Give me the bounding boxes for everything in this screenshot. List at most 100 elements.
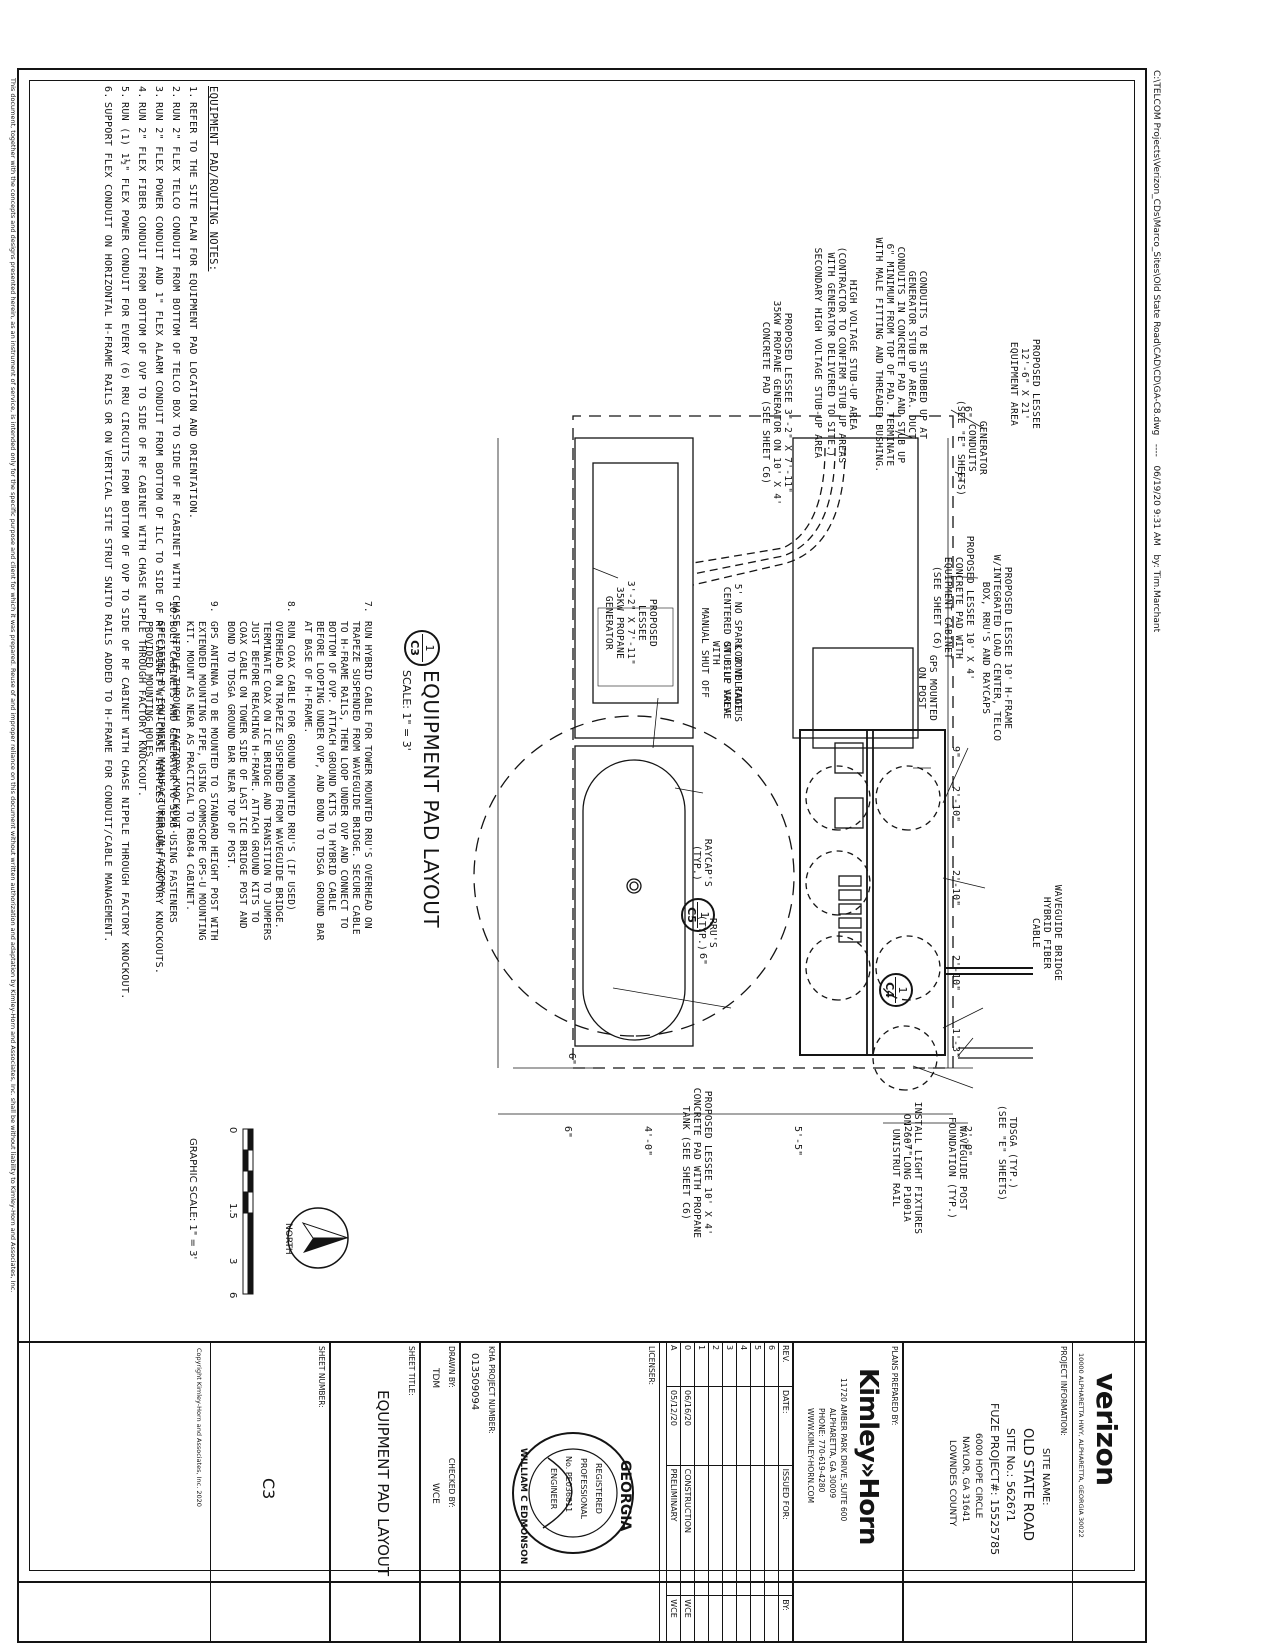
engineer-seal-icon bbox=[512, 1432, 634, 1554]
revision-row: 4 bbox=[736, 1341, 751, 1643]
generator bbox=[592, 462, 679, 704]
rotated-sheet: C:\TELCOM Projects\Verizon_CDs\Marco_Sit… bbox=[3, 8, 1213, 1648]
site-number: SITE No.: 5626?1 bbox=[1004, 1428, 1017, 1522]
sheet-number-label: SHEET NUMBER: bbox=[317, 1346, 326, 1408]
verizon-logo: verizon bbox=[1090, 1373, 1123, 1486]
routing-notes-right: 7.RUN HYBRID CABLE FOR TOWER MOUNTED RRU… bbox=[137, 601, 373, 941]
callout-generator-pad: PROPOSED LESSEE 3'-2" X 7'-11" 35KW PROP… bbox=[760, 300, 793, 506]
callout-waveguide-post: WAVEGUIDE POST FOUNDATION (TYP.) bbox=[946, 1116, 968, 1220]
site-address-1: 6000 HOPE CIRCLE bbox=[973, 1433, 983, 1519]
scale-0: 0 bbox=[227, 1127, 238, 1134]
callout-h-frame: PROPOSED LESSEE 10' H-FRAME W/INTEGRATED… bbox=[980, 554, 1013, 742]
sheet-number: C3 bbox=[259, 1478, 278, 1500]
propane-tank-pad bbox=[574, 745, 694, 1047]
dim-2-10-c: 2'-10" bbox=[950, 955, 961, 992]
dim-left-7: 7" bbox=[952, 470, 963, 483]
seal-name: WILLIAM C EDMONSON bbox=[518, 1448, 528, 1565]
seal-state: GEORGIA bbox=[617, 1460, 633, 1532]
callout-gps: GPS MOUNTED ON POST bbox=[916, 654, 938, 722]
dim-top-6: 6" bbox=[962, 406, 973, 419]
revision-row: 6 bbox=[764, 1341, 779, 1643]
sheet-title: EQUIPMENT PAD LAYOUT bbox=[374, 1389, 392, 1577]
scale-1-5: 1.5 bbox=[227, 1203, 238, 1219]
dim-2-10-a: 2'-10" bbox=[950, 786, 961, 823]
revision-header-row: REV. DATE: ISSUED FOR: BY: bbox=[778, 1341, 793, 1643]
note-8: 8.RUN COAX CABLE FOR GROUND MOUNTED RRU'… bbox=[225, 601, 296, 941]
callout-no-spark: 5' NO SPARK ZONE RADIUS CENTERED ON FILL… bbox=[699, 583, 743, 723]
dim-4-0: 4'-0" bbox=[642, 1126, 653, 1157]
dim-6-bottom: 6" bbox=[562, 1126, 573, 1139]
dim-5-5: 5'-5" bbox=[792, 1126, 803, 1157]
note-10: 10.BOLT CABINETS AND GENERATOR TO SLAB U… bbox=[143, 601, 178, 923]
scale-3: 3 bbox=[227, 1258, 238, 1265]
verizon-address: 10000 ALPHARETTA HWY, ALPHARETTA, GEORGI… bbox=[1077, 1353, 1085, 1538]
fuze-project: FUZE PROJECT#: 15525785 bbox=[988, 1403, 1001, 1556]
no-spark-zone bbox=[473, 715, 795, 1037]
callout-tdsga: TDSGA (TYP.) (SEE "E" SHEETS) bbox=[996, 1104, 1018, 1202]
equipment-area-outline bbox=[572, 415, 954, 1069]
north-arrow-icon bbox=[287, 1207, 349, 1269]
copyright: Copyright Kimley-Horn and Associates, In… bbox=[195, 1348, 203, 1507]
cabinet-pad bbox=[792, 437, 919, 739]
seal-engineer: ENGINEER bbox=[549, 1468, 558, 1510]
callout-equipment-area: PROPOSED LESSEE 12'-6" X 21' EQUIPMENT A… bbox=[1008, 338, 1041, 430]
plan-title: EQUIPMENT PAD LAYOUT bbox=[419, 670, 443, 929]
dim-2-0: 2'-0" bbox=[962, 1126, 973, 1157]
firm-address-1: 11720 AMBER PARK DRIVE, SUITE 600 bbox=[839, 1378, 848, 1522]
note-6: 6.SUPPORT FLEX CONDUIT ON HORIZONTAL H-F… bbox=[102, 86, 113, 943]
kimley-horn-logo: Kimley»Horn bbox=[853, 1368, 883, 1545]
site-address-2: NAYLOR, GA 31641 bbox=[960, 1436, 970, 1523]
drawn-by-label: DRAWN BY: bbox=[447, 1346, 456, 1388]
equipment-cabinet bbox=[812, 647, 914, 749]
callout-waveguide-bridge: WAVEGUIDE BRIDGE HYBRID FIBER CABLE bbox=[1030, 884, 1063, 982]
graphic-scale-title: GRAPHIC SCALE: 1" = 3' bbox=[187, 1138, 198, 1260]
dim-2-7: 2'-7" bbox=[902, 1126, 913, 1157]
checked-by-label: CHECKED BY: bbox=[447, 1458, 456, 1508]
site-name: OLD STATE ROAD bbox=[1020, 1428, 1035, 1541]
callout-light-fixtures: INSTALL LIGHT FIXTURES ON 60" LONG P1001… bbox=[890, 1101, 923, 1235]
note-9: 9.GPS ANTENNA TO BE MOUNTED TO STANDARD … bbox=[184, 601, 219, 941]
firm-address-2: ALPHARETTA, GA 30009 bbox=[828, 1408, 837, 1499]
seal-registered: REGISTERED bbox=[594, 1463, 603, 1514]
site-name-label: SITE NAME: bbox=[1040, 1448, 1051, 1506]
north-label: NORTH bbox=[283, 1223, 293, 1255]
revision-row: 3 bbox=[722, 1341, 737, 1643]
callout-conduits-stubbed: CONDUITS TO BE STUBBED UP AT GENERATOR S… bbox=[873, 237, 928, 473]
kha-project-label: KHA PROJECT NUMBER: bbox=[487, 1346, 496, 1434]
drawn-by: TDM bbox=[430, 1368, 440, 1389]
seal-professional: PROFESSIONAL bbox=[579, 1458, 588, 1520]
firm-phone: PHONE: 770-619-4280 bbox=[817, 1408, 826, 1493]
equipment-pad-plan bbox=[473, 409, 1033, 1124]
revision-table: REV. DATE: ISSUED FOR: BY: 6 5 4 3 2 1 0… bbox=[666, 1341, 793, 1643]
note-5: 5.RUN (1) 1½" FLEX POWER CONDUIT FOR EVE… bbox=[119, 86, 130, 1000]
generator-pad bbox=[574, 437, 694, 739]
callout-secondary-high-voltage: SECONDARY HIGH VOLTAGE STUB-UP AREA bbox=[812, 247, 823, 459]
callout-high-voltage: HIGH VOLTAGE STUB-UP AREA (CONTRACTOR TO… bbox=[825, 246, 858, 464]
graphic-scale bbox=[242, 1128, 254, 1295]
dim-6-inner: 6" bbox=[566, 1053, 577, 1066]
note-7: 7.RUN HYBRID CABLE FOR TOWER MOUNTED RRU… bbox=[302, 601, 373, 941]
sheet-title-label: SHEET TITLE: bbox=[407, 1346, 416, 1396]
plan-scale: SCALE: 1" = 3' bbox=[400, 670, 413, 751]
propane-tank bbox=[582, 759, 686, 1041]
seal-number: No. PE036811 bbox=[564, 1456, 573, 1513]
firm-web: WWW.KIMLEY-HORN.COM bbox=[806, 1408, 815, 1504]
generator-grille bbox=[597, 607, 674, 687]
revision-row: 5 bbox=[750, 1341, 765, 1643]
scale-6: 6 bbox=[227, 1292, 238, 1299]
project-info-label: PROJECT INFORMATION: bbox=[1059, 1346, 1068, 1436]
dim-9: 9" bbox=[950, 746, 961, 759]
dim-2-10-b: 2'-10" bbox=[950, 870, 961, 907]
revision-row: 2 bbox=[708, 1341, 723, 1643]
callout-generator: PROPOSED LESSEE 3'-2" X 7'-11" 35KW PROP… bbox=[603, 580, 658, 666]
prepared-by-label: PLANS PREPARED BY: bbox=[890, 1346, 899, 1426]
kha-project-number: 013509094 bbox=[469, 1353, 480, 1411]
callout-propane-tank: PROPOSED LESSEE 10' X 4' CONCRETE PAD WI… bbox=[680, 1087, 713, 1239]
revision-row: 1 bbox=[694, 1341, 709, 1643]
licenser-label: LICENSER: bbox=[647, 1346, 656, 1385]
